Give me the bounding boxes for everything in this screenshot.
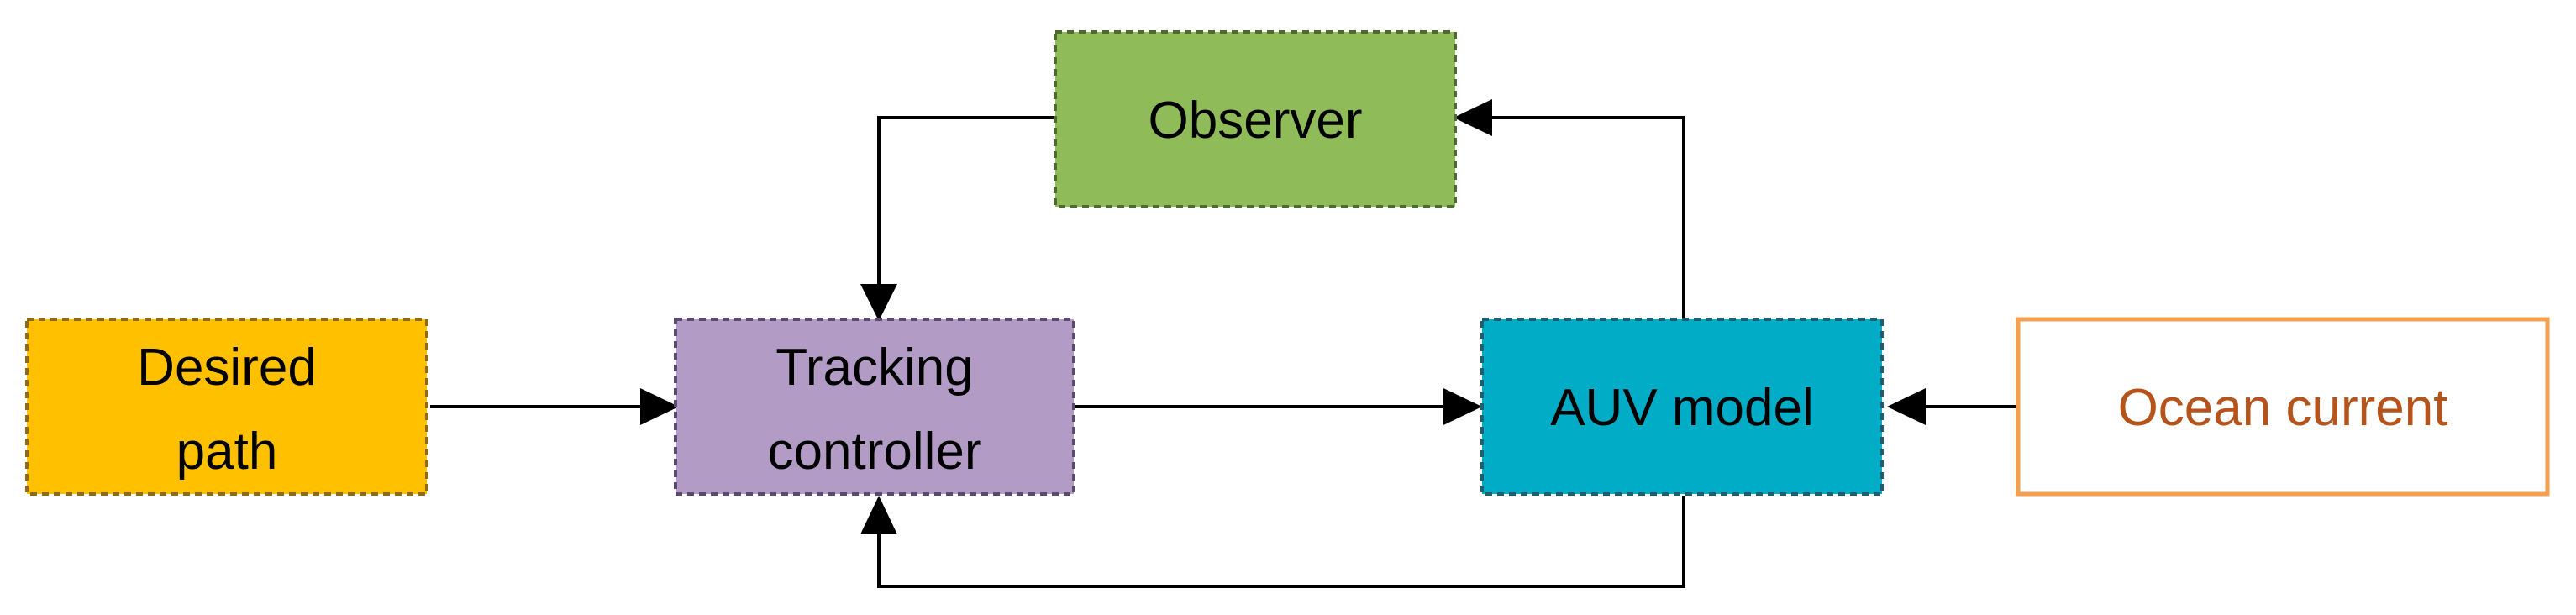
arrowhead-into-observer-right <box>1454 99 1492 136</box>
arrowhead-into-tracking-top <box>860 284 897 321</box>
connectors <box>430 116 2018 588</box>
desired-path-label-line1: Desired <box>137 339 317 397</box>
ocean-current-label: Ocean current <box>2118 379 2448 437</box>
edge-observer-to-tracking <box>877 116 1055 291</box>
arrowheads <box>640 99 1926 534</box>
arrowhead-into-auv-right <box>1887 388 1926 425</box>
tracking-controller-label-line1: Tracking <box>775 339 973 397</box>
observer-box <box>1054 30 1457 208</box>
ocean-current-box <box>2016 317 2550 497</box>
desired-path-label-line2: path <box>176 423 278 481</box>
edge-auv-to-observer <box>1485 116 1685 319</box>
desired-path-box <box>25 318 428 496</box>
arrowhead-into-tracking-left <box>640 388 679 425</box>
edge-auv-to-tracking-feedback <box>877 496 1685 588</box>
tracking-controller-label-line2: controller <box>768 423 982 481</box>
auv-model-label: AUV model <box>1550 379 1814 437</box>
auv-model-box <box>1480 318 1884 496</box>
blocks <box>25 30 2550 497</box>
labels: Desired path Tracking controller Observe… <box>137 92 2447 481</box>
observer-label: Observer <box>1149 92 1363 150</box>
arrowhead-into-tracking-bottom <box>860 496 897 534</box>
tracking-controller-box <box>674 318 1075 496</box>
arrowhead-into-auv-left <box>1443 388 1482 425</box>
